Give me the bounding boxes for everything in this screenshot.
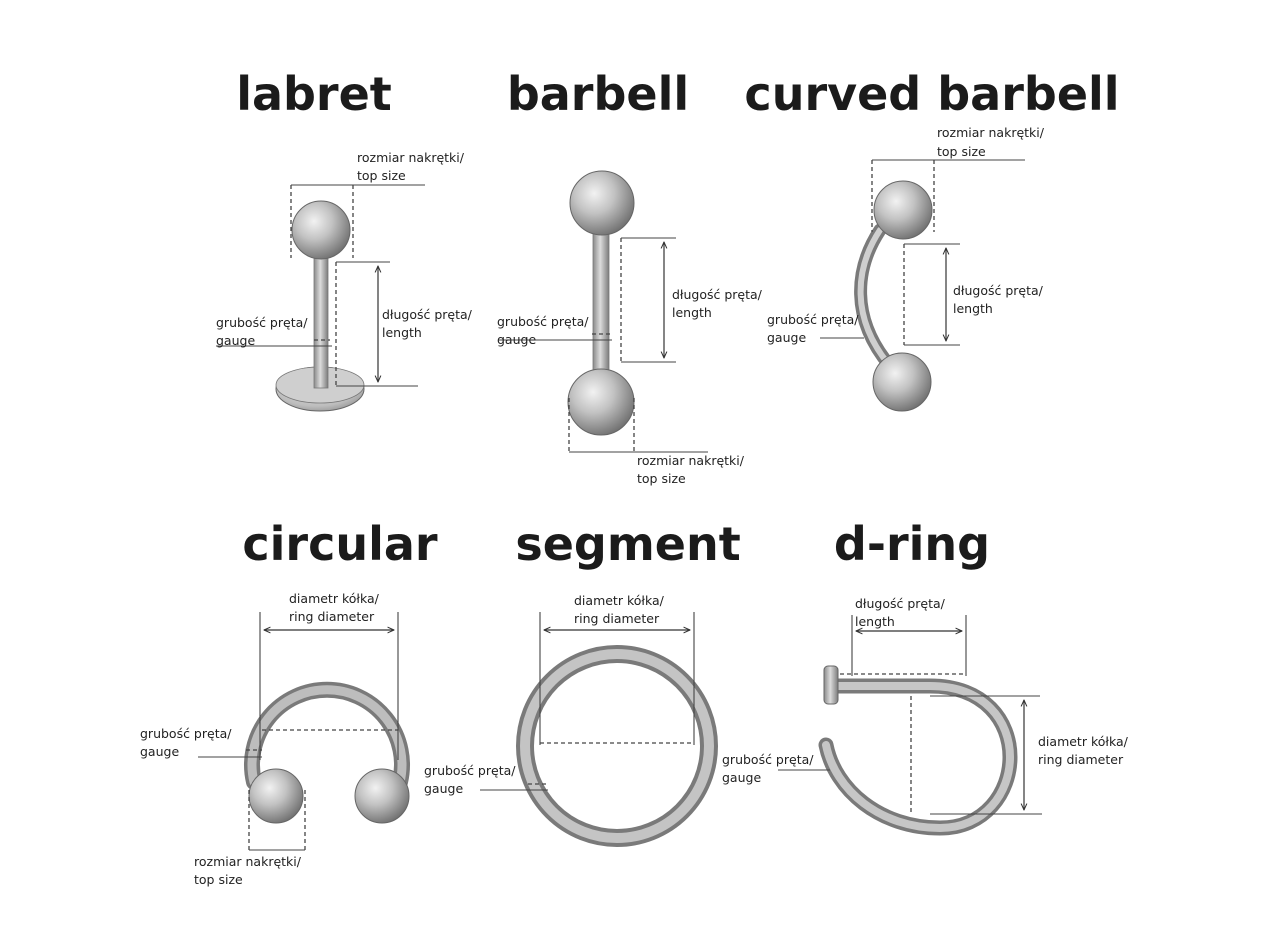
- curved-barbell-gauge-label-1: grubość pręta/: [767, 312, 859, 327]
- barbell-length-label-2: length: [672, 305, 712, 320]
- labret-gauge-label-2: gauge: [216, 333, 255, 348]
- labret-top-size-guides: [290, 185, 354, 258]
- labret-panel: labret rozmiar nakrętki/ top size długoś…: [216, 67, 473, 412]
- barbell-gauge-label-1: grubość pręta/: [497, 314, 589, 329]
- circular-top-size-label-1: rozmiar nakrętki/: [194, 854, 302, 869]
- labret-length-ticks: [336, 261, 418, 387]
- segment-gauge-label-2: gauge: [424, 781, 463, 796]
- curved-barbell-length-ticks: [904, 243, 960, 346]
- curved-barbell-length-label-1: długość pręta/: [953, 283, 1044, 298]
- segment-diameter-label-1: diametr kółka/: [574, 593, 665, 608]
- labret-top-size-label-1: rozmiar nakrętki/: [357, 150, 465, 165]
- segment-panel: segment diametr kółka/ ring diameter gru…: [424, 517, 741, 847]
- circular-gauge-label-2: gauge: [140, 744, 179, 759]
- segment-gauge-label-1: grubość pręta/: [424, 763, 516, 778]
- barbell-length-ticks: [621, 237, 676, 363]
- d-ring-length-guides: [851, 615, 967, 676]
- d-ring-gauge-label-1: grubość pręta/: [722, 752, 814, 767]
- d-ring-length-label-2: length: [855, 614, 895, 629]
- d-ring-panel: d-ring długość pręta/ length diametr kół…: [722, 517, 1129, 836]
- d-ring-title: d-ring: [834, 517, 990, 571]
- curved-barbell-title: curved barbell: [744, 67, 1119, 121]
- curved-barbell-top-size-guides: [871, 160, 935, 232]
- segment-diameter-label-2: ring diameter: [574, 611, 660, 626]
- circular-top-size-guides: [248, 790, 306, 850]
- barbell-gauge-label-2: gauge: [497, 332, 536, 347]
- circular-illustration: [244, 681, 410, 824]
- circular-top-size-label-2: top size: [194, 872, 243, 887]
- segment-diameter-guides: [539, 612, 695, 745]
- circular-panel: circular diametr kółka/ ring diameter gr…: [140, 517, 438, 887]
- barbell-title: barbell: [507, 67, 689, 121]
- barbell-top-size-label-1: rozmiar nakrętki/: [637, 453, 745, 468]
- barbell-top-size-guides: [568, 398, 635, 452]
- d-ring-illustration: [818, 665, 1018, 836]
- segment-title: segment: [515, 517, 740, 571]
- curved-barbell-top-size-label-1: rozmiar nakrętki/: [937, 125, 1045, 140]
- circular-diameter-guides: [259, 612, 399, 760]
- segment-illustration: [516, 645, 718, 847]
- barbell-illustration: [567, 170, 635, 436]
- labret-top-size-label-2: top size: [357, 168, 406, 183]
- labret-length-label-2: length: [382, 325, 422, 340]
- circular-diameter-label-1: diametr kółka/: [289, 591, 380, 606]
- curved-barbell-panel: curved barbell rozmiar nakrętki/ top siz…: [744, 67, 1120, 412]
- curved-barbell-illustration: [854, 180, 933, 412]
- d-ring-diameter-label-1: diametr kółka/: [1038, 734, 1129, 749]
- labret-gauge-label-1: grubość pręta/: [216, 315, 308, 330]
- barbell-top-size-label-2: top size: [637, 471, 686, 486]
- labret-illustration: [275, 200, 365, 412]
- circular-diameter-label-2: ring diameter: [289, 609, 375, 624]
- barbell-panel: barbell długość pręta/ length grubość pr…: [497, 67, 763, 486]
- labret-length-label-1: długość pręta/: [382, 307, 473, 322]
- d-ring-length-label-1: długość pręta/: [855, 596, 946, 611]
- barbell-length-label-1: długość pręta/: [672, 287, 763, 302]
- curved-barbell-top-size-label-2: top size: [937, 144, 986, 159]
- curved-barbell-length-label-2: length: [953, 301, 993, 316]
- labret-title: labret: [236, 67, 392, 121]
- d-ring-gauge-label-2: gauge: [722, 770, 761, 785]
- d-ring-diameter-label-2: ring diameter: [1038, 752, 1124, 767]
- circular-gauge-label-1: grubość pręta/: [140, 726, 232, 741]
- circular-title: circular: [242, 517, 438, 571]
- d-ring-diameter-ticks: [930, 695, 1042, 815]
- curved-barbell-gauge-label-2: gauge: [767, 330, 806, 345]
